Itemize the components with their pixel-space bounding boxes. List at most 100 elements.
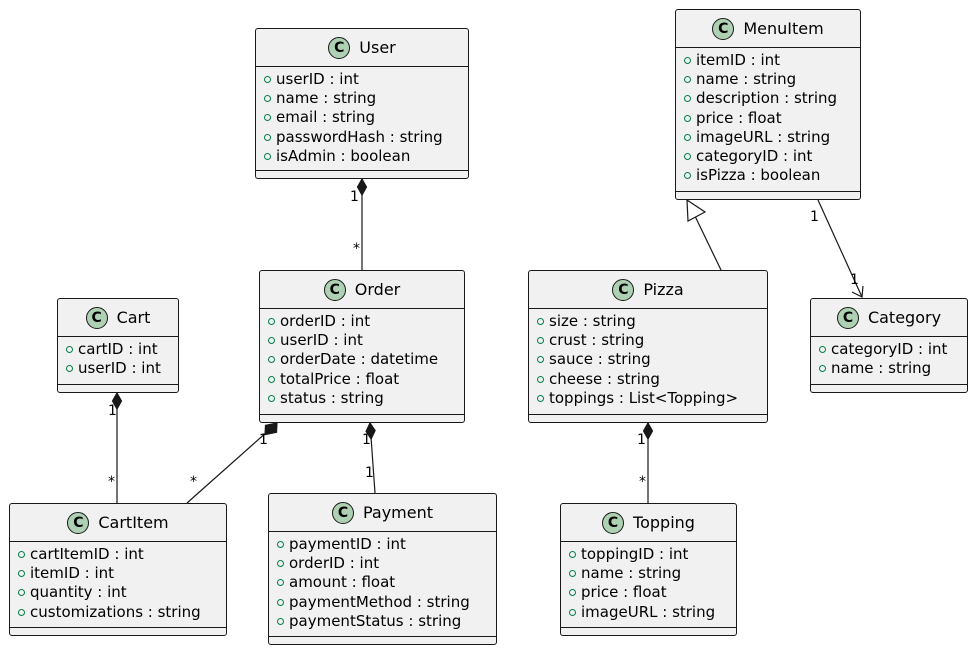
public-visibility-icon [569, 570, 576, 578]
attribute: passwordHash : string [256, 128, 468, 147]
class-header: C MenuItem [676, 10, 860, 48]
public-visibility-icon [277, 617, 284, 625]
mult-order-cartitem-target: * [190, 474, 197, 490]
public-visibility-icon [684, 76, 691, 84]
attribute: amount : float [269, 573, 496, 592]
class-header: C CartItem [10, 504, 226, 542]
public-visibility-icon [264, 152, 271, 160]
attribute: quantity : int [10, 583, 226, 602]
attribute: orderID : int [260, 312, 464, 331]
public-visibility-icon [268, 356, 275, 364]
mult-user-order-source: 1 [350, 189, 359, 205]
attribute: itemID : int [676, 51, 860, 70]
attribute: name : string [256, 89, 468, 108]
attribute: paymentStatus : string [269, 612, 496, 631]
class-name: Cart [116, 308, 151, 327]
public-visibility-icon [684, 114, 691, 122]
public-visibility-icon [268, 318, 275, 326]
public-visibility-icon [264, 133, 271, 141]
attribute: imageURL : string [676, 128, 860, 147]
attribute: name : string [676, 70, 860, 89]
class-payment: C Payment paymentID : int orderID : int … [268, 493, 497, 645]
class-cart: C Cart cartID : int userID : int [57, 298, 179, 393]
public-visibility-icon [537, 375, 544, 383]
public-visibility-icon [537, 394, 544, 402]
attribute: crust : string [529, 331, 767, 350]
public-visibility-icon [537, 318, 544, 326]
attribute: price : float [676, 109, 860, 128]
attribute: categoryID : int [811, 340, 967, 359]
attribute-list: categoryID : int name : string [811, 336, 967, 378]
public-visibility-icon [264, 95, 271, 103]
public-visibility-icon [537, 356, 544, 364]
attribute: orderDate : datetime [260, 350, 464, 369]
public-visibility-icon [684, 153, 691, 161]
class-name: Pizza [643, 280, 684, 299]
public-visibility-icon [277, 560, 284, 568]
attribute: sauce : string [529, 350, 767, 369]
attribute-list: itemID : int name : string description :… [676, 47, 860, 185]
attribute: paymentMethod : string [269, 593, 496, 612]
class-stereotype-icon: C [836, 306, 859, 329]
public-visibility-icon [264, 114, 271, 122]
class-name: User [359, 38, 396, 57]
public-visibility-icon [66, 346, 73, 354]
attribute: cartItemID : int [10, 545, 226, 564]
attribute: description : string [676, 89, 860, 108]
public-visibility-icon [277, 598, 284, 606]
attribute-list: userID : int name : string email : strin… [256, 66, 468, 166]
public-visibility-icon [819, 365, 826, 373]
class-name: MenuItem [743, 19, 824, 38]
class-topping: C Topping toppingID : int name : string … [560, 503, 737, 636]
mult-pizza-topping-source: 1 [637, 432, 646, 448]
composition-diamond-user [356, 177, 368, 197]
public-visibility-icon [18, 608, 25, 616]
inheritance-arrow [686, 198, 707, 222]
class-stereotype-icon: C [602, 511, 625, 534]
mult-menuitem-category-source: 1 [810, 209, 819, 225]
class-stereotype-icon: C [712, 17, 735, 40]
edge-pizza-menuitem [693, 213, 722, 271]
attribute-list: cartItemID : int itemID : int quantity :… [10, 541, 226, 622]
attribute: toppings : List<Topping> [529, 389, 767, 408]
mult-cart-cartitem-source: 1 [108, 403, 117, 419]
public-visibility-icon [277, 579, 284, 587]
methods-divider [561, 627, 736, 628]
class-header: C Category [811, 299, 967, 337]
edge-menuitem-category [817, 199, 863, 298]
mult-order-cartitem-source: 1 [259, 432, 268, 448]
class-pizza: C Pizza size : string crust : string sau… [528, 270, 768, 423]
public-visibility-icon [684, 133, 691, 141]
public-visibility-icon [684, 172, 691, 180]
composition-diamond-pizza [642, 421, 654, 441]
methods-divider [811, 384, 967, 385]
public-visibility-icon [277, 541, 284, 549]
class-stereotype-icon: C [612, 278, 635, 301]
public-visibility-icon [268, 337, 275, 345]
class-name: Payment [362, 503, 434, 522]
public-visibility-icon [18, 570, 25, 578]
attribute: status : string [260, 389, 464, 408]
methods-divider [58, 384, 178, 385]
attribute: cartID : int [58, 340, 178, 359]
attribute: totalPrice : float [260, 370, 464, 389]
attribute-list: orderID : int userID : int orderDate : d… [260, 308, 464, 408]
class-header: C Pizza [529, 271, 767, 309]
class-stereotype-icon: C [331, 501, 354, 524]
attribute: size : string [529, 312, 767, 331]
methods-divider [269, 636, 496, 637]
attribute: userID : int [58, 359, 178, 378]
attribute: paymentID : int [269, 535, 496, 554]
class-order: C Order orderID : int userID : int order… [259, 270, 465, 423]
mult-order-payment-source: 1 [362, 432, 371, 448]
public-visibility-icon [268, 375, 275, 383]
class-stereotype-icon: C [328, 36, 351, 59]
mult-pizza-topping-target: * [639, 474, 646, 490]
methods-divider [529, 414, 767, 415]
class-stereotype-icon: C [67, 511, 90, 534]
mult-cart-cartitem-target: * [108, 474, 115, 490]
attribute: userID : int [260, 331, 464, 350]
class-header: C User [256, 29, 468, 67]
class-name: Topping [633, 513, 695, 532]
